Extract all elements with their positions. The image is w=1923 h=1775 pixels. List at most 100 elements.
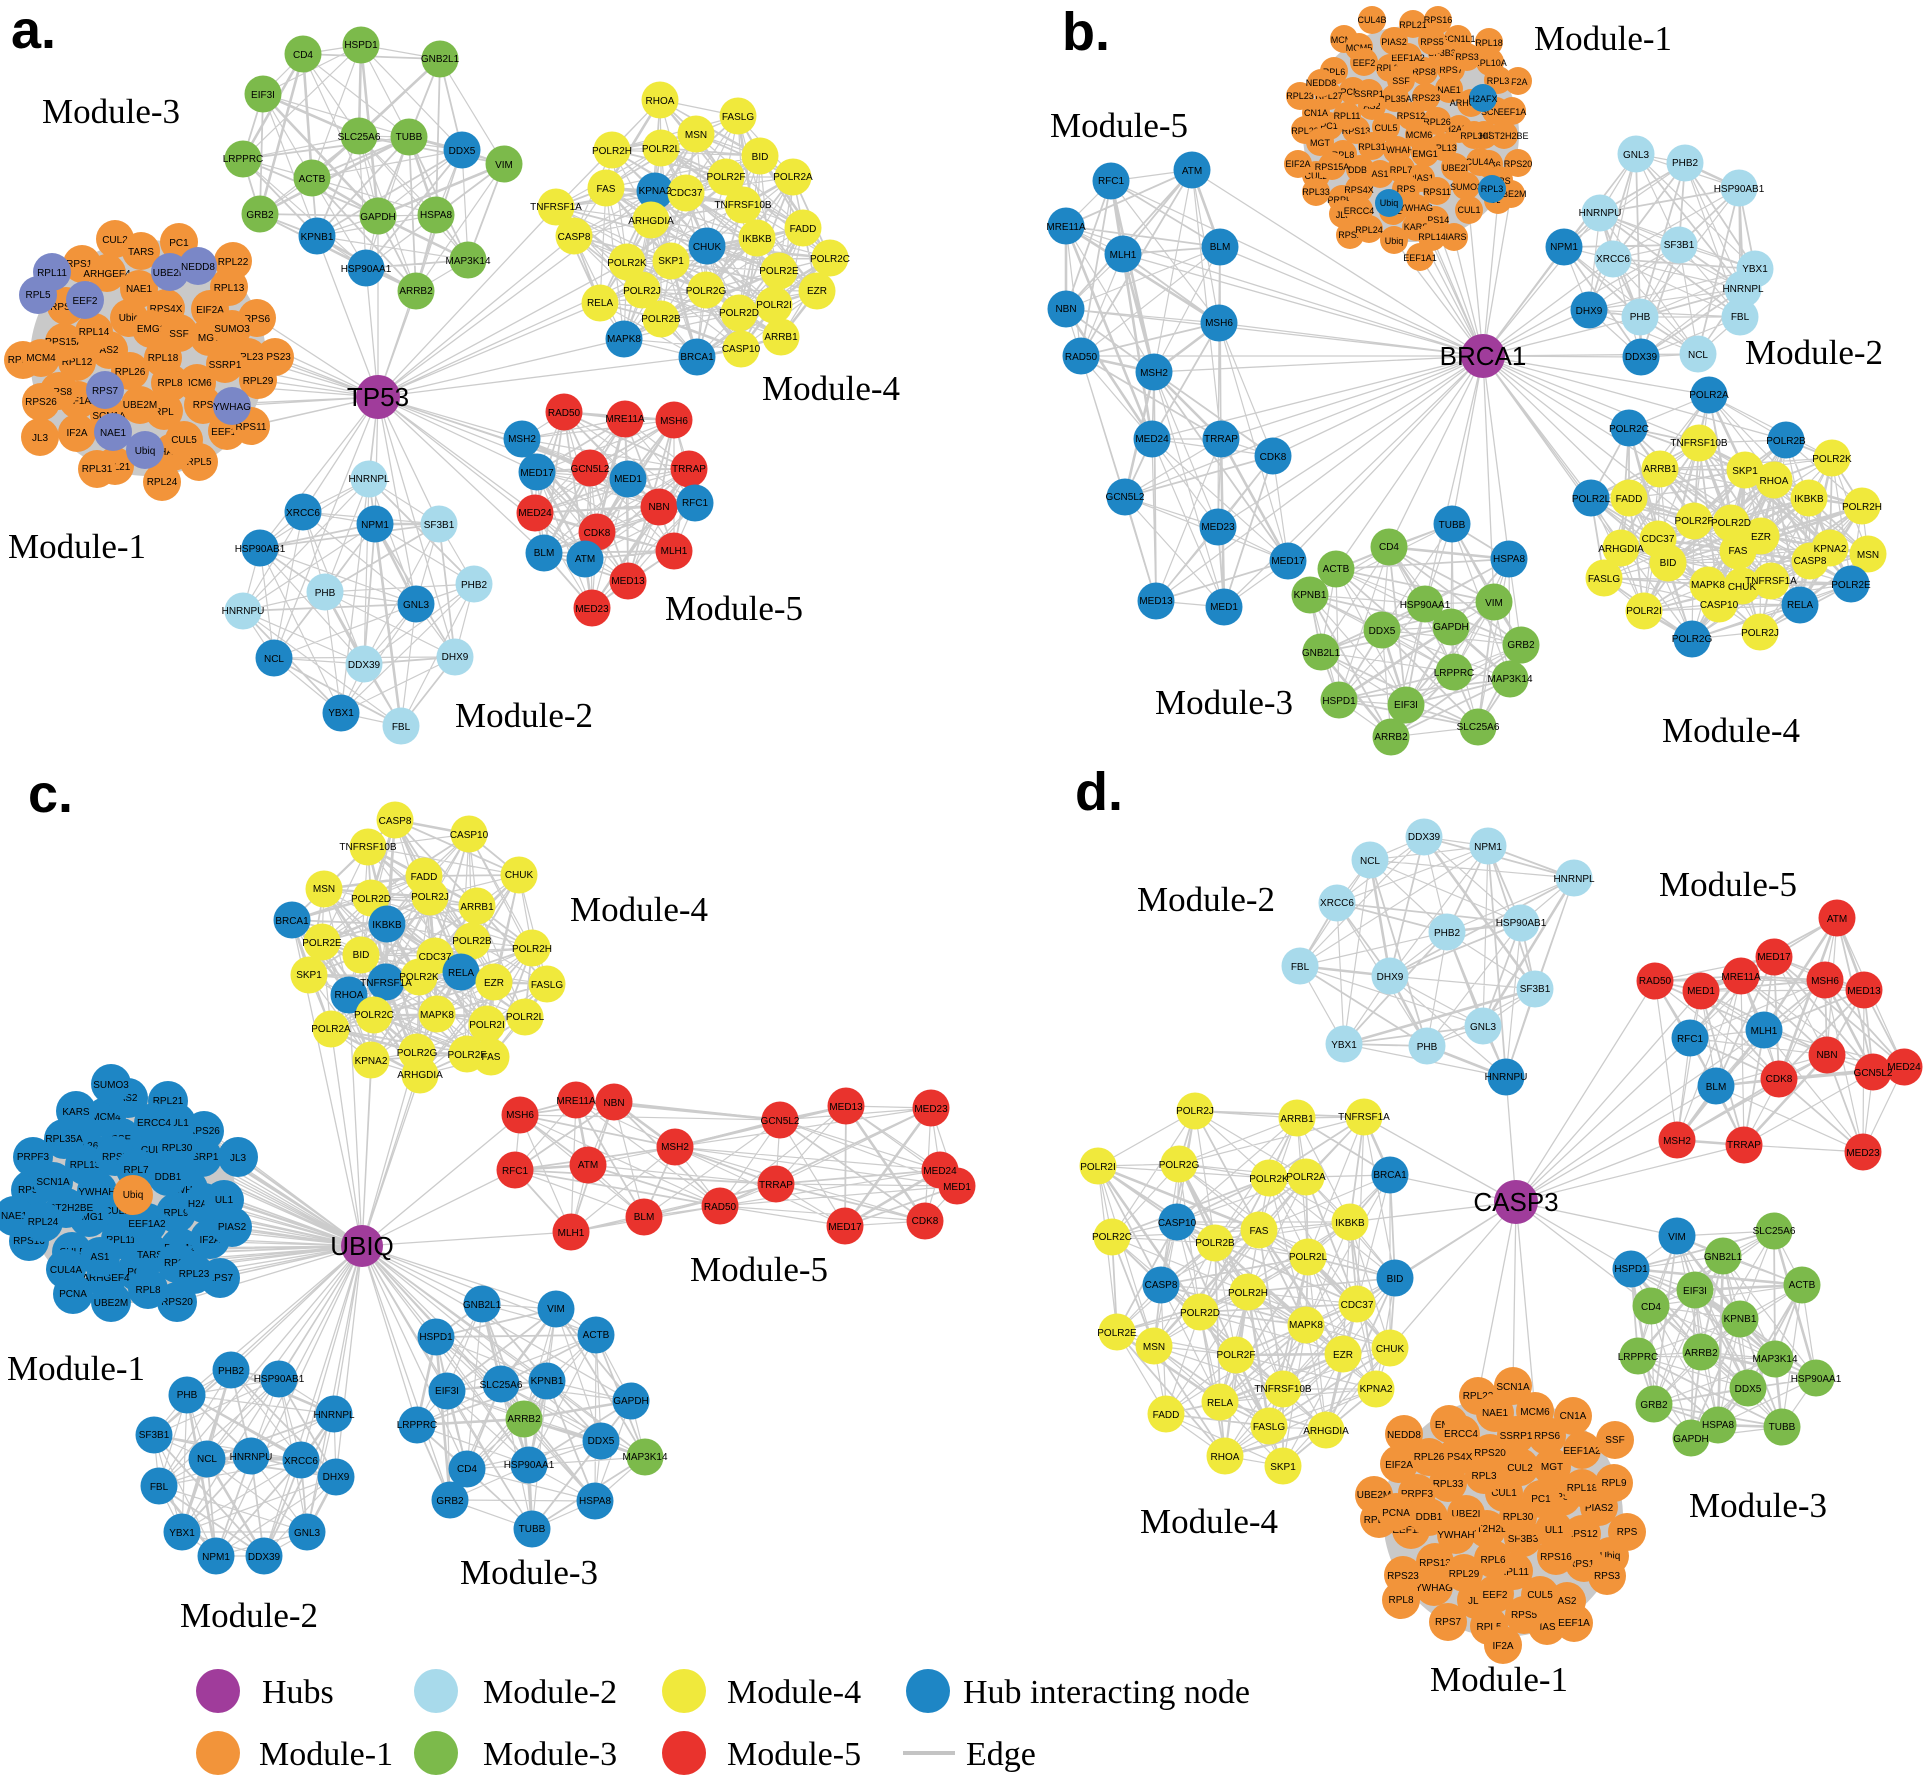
svg-text:NAE1: NAE1 <box>100 428 127 439</box>
svg-text:TRRAP: TRRAP <box>1204 434 1238 445</box>
svg-text:CDK8: CDK8 <box>1260 452 1287 463</box>
svg-text:IF2A: IF2A <box>1508 77 1527 87</box>
svg-text:CD4: CD4 <box>457 1464 477 1475</box>
svg-text:RPS15A: RPS15A <box>1315 162 1350 172</box>
svg-text:MED13: MED13 <box>829 1102 863 1113</box>
svg-text:FBL: FBL <box>392 722 411 733</box>
svg-text:RPL8: RPL8 <box>157 378 182 389</box>
svg-text:RPS: RPS <box>193 400 214 411</box>
svg-text:LRPPRC: LRPPRC <box>1434 668 1475 679</box>
svg-text:CASP8: CASP8 <box>379 816 412 827</box>
svg-text:RFC1: RFC1 <box>502 1166 529 1177</box>
svg-text:RAD50: RAD50 <box>548 408 581 419</box>
svg-text:MED17: MED17 <box>1757 952 1791 963</box>
svg-text:EEF2: EEF2 <box>1353 58 1376 68</box>
svg-text:RPL30: RPL30 <box>1460 131 1488 141</box>
svg-text:SF3B1: SF3B1 <box>1520 984 1551 995</box>
svg-text:RPS16: RPS16 <box>1424 15 1453 25</box>
svg-text:DDX39: DDX39 <box>1408 832 1441 843</box>
svg-text:KPNB1: KPNB1 <box>531 1376 564 1387</box>
svg-text:VIM: VIM <box>495 160 513 171</box>
svg-text:YWHAH: YWHAH <box>1437 1530 1474 1541</box>
svg-text:NEDD8: NEDD8 <box>1387 1430 1421 1441</box>
svg-text:TUBB: TUBB <box>519 1524 546 1535</box>
svg-text:FADD: FADD <box>1616 494 1643 505</box>
svg-text:MED17: MED17 <box>1271 556 1305 567</box>
svg-text:MRE11A: MRE11A <box>1046 222 1086 233</box>
svg-text:RPS5: RPS5 <box>1420 37 1444 47</box>
svg-text:MSN: MSN <box>685 130 707 141</box>
svg-text:RPL24: RPL24 <box>147 477 178 488</box>
svg-text:HSPA8: HSPA8 <box>1702 1420 1734 1431</box>
svg-text:RPS7: RPS7 <box>207 1273 234 1284</box>
svg-text:HARS: HARS <box>1441 232 1466 242</box>
svg-text:DDX5: DDX5 <box>1735 1384 1762 1395</box>
svg-text:VIM: VIM <box>1485 598 1503 609</box>
svg-text:H2AFX: H2AFX <box>1444 124 1473 134</box>
svg-text:XRCC6: XRCC6 <box>284 1456 318 1467</box>
svg-text:NBN: NBN <box>1816 1050 1837 1061</box>
svg-text:BID: BID <box>1387 1274 1404 1285</box>
svg-text:POLR2A: POLR2A <box>311 1024 351 1035</box>
svg-text:ARRB1: ARRB1 <box>1280 1114 1314 1125</box>
svg-text:PHB2: PHB2 <box>1672 158 1699 169</box>
svg-text:SF3B3: SF3B3 <box>1508 1534 1539 1545</box>
svg-text:CHUK: CHUK <box>505 870 534 881</box>
svg-text:DDX5: DDX5 <box>588 1436 615 1447</box>
svg-text:CASP10: CASP10 <box>1158 1218 1197 1229</box>
svg-text:RPL13: RPL13 <box>70 1160 101 1171</box>
svg-text:MRE11A: MRE11A <box>1721 972 1761 983</box>
svg-text:Module-5: Module-5 <box>1659 865 1797 904</box>
svg-text:EEF1A1: EEF1A1 <box>1392 1525 1430 1536</box>
svg-text:HSP90AB1: HSP90AB1 <box>235 544 286 555</box>
svg-text:RPL21: RPL21 <box>153 1096 184 1107</box>
svg-text:ARRB2: ARRB2 <box>1684 1348 1718 1359</box>
svg-text:CDK8: CDK8 <box>584 528 611 539</box>
svg-text:MCM4: MCM4 <box>26 353 56 364</box>
svg-text:H2AFX: H2AFX <box>188 1199 221 1210</box>
svg-text:YWHAG: YWHAG <box>1415 1583 1453 1594</box>
svg-text:DDB1: DDB1 <box>1416 1512 1443 1523</box>
svg-text:EMG1: EMG1 <box>75 1212 104 1223</box>
svg-text:MAPK8: MAPK8 <box>1691 580 1725 591</box>
svg-text:RPL10A: RPL10A <box>1473 58 1507 68</box>
svg-text:UL1: UL1 <box>1545 1525 1564 1536</box>
svg-text:POLR2G: POLR2G <box>1672 634 1713 645</box>
svg-text:RPS13: RPS13 <box>1419 1558 1451 1569</box>
svg-text:Module-4: Module-4 <box>762 369 900 408</box>
svg-text:BLM: BLM <box>534 548 555 559</box>
svg-text:CUL2: CUL2 <box>1507 1463 1533 1474</box>
svg-text:RPS13: RPS13 <box>1342 126 1371 136</box>
svg-text:HSPA8: HSPA8 <box>1493 554 1525 565</box>
svg-text:c.: c. <box>28 764 73 824</box>
svg-text:Module-1: Module-1 <box>7 1349 145 1388</box>
svg-text:HNRNPU: HNRNPU <box>222 606 265 617</box>
svg-text:RPL31: RPL31 <box>1358 142 1386 152</box>
svg-text:RPL30: RPL30 <box>1503 1512 1534 1523</box>
svg-text:MED24: MED24 <box>923 1166 957 1177</box>
svg-text:RPL8: RPL8 <box>135 1285 160 1296</box>
svg-text:PIAS2: PIAS2 <box>1381 37 1407 47</box>
svg-text:MED1: MED1 <box>614 474 642 485</box>
svg-text:RPL11: RPL11 <box>1334 111 1361 121</box>
svg-text:BLM: BLM <box>1210 242 1231 253</box>
svg-text:GAPDH: GAPDH <box>613 1396 649 1407</box>
svg-text:RPS12: RPS12 <box>1566 1529 1598 1540</box>
svg-text:CD4: CD4 <box>1379 542 1399 553</box>
svg-text:RPS16: RPS16 <box>1540 1552 1572 1563</box>
svg-text:POLR2B: POLR2B <box>1766 436 1806 447</box>
svg-text:TNFRSF10B: TNFRSF10B <box>714 200 772 211</box>
svg-text:Module-5: Module-5 <box>665 589 803 628</box>
svg-text:PRPF3: PRPF3 <box>17 1152 50 1163</box>
svg-text:YWHAG: YWHAG <box>213 402 251 413</box>
svg-text:NPM1: NPM1 <box>1550 242 1578 253</box>
svg-text:EEF1A2: EEF1A2 <box>59 396 97 407</box>
svg-text:POLR2G: POLR2G <box>1159 1160 1200 1171</box>
svg-text:RPL26: RPL26 <box>1423 117 1451 127</box>
svg-text:NAE1: NAE1 <box>1 1211 28 1222</box>
svg-text:DDX5: DDX5 <box>1369 626 1396 637</box>
svg-text:SKP1: SKP1 <box>1732 466 1758 477</box>
svg-text:RPL29: RPL29 <box>243 376 274 387</box>
svg-text:CUL1: CUL1 <box>1457 205 1480 215</box>
svg-text:BRCA1: BRCA1 <box>1440 341 1527 371</box>
